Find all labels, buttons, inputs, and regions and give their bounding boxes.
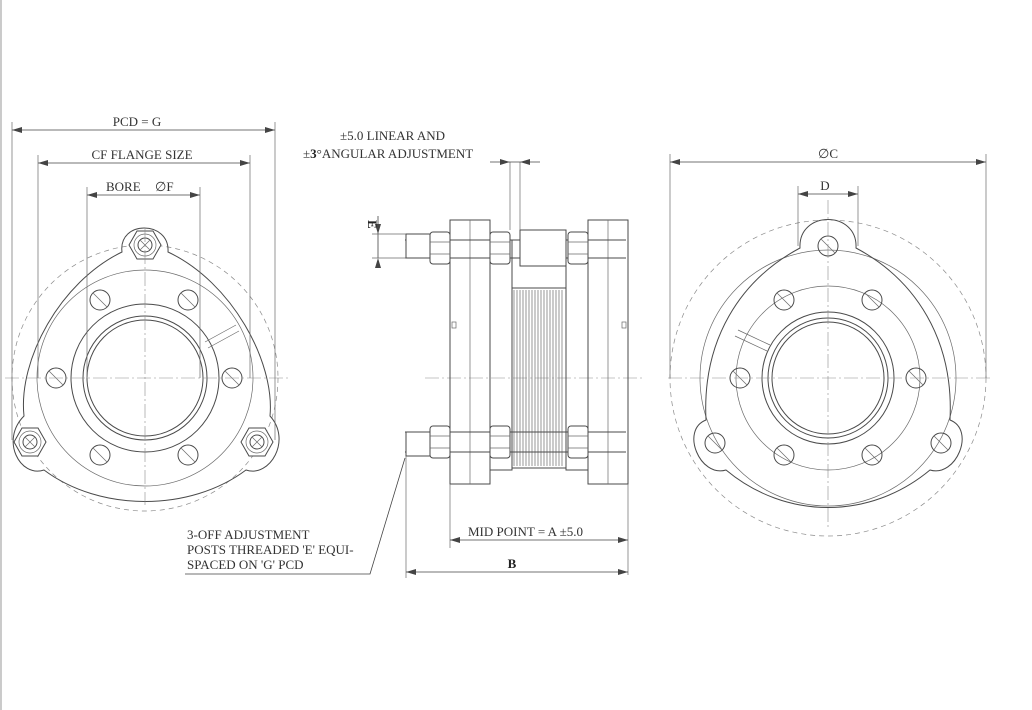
- bore-diameter-symbol: ∅F: [155, 179, 174, 194]
- bore-label: BORE: [106, 179, 141, 194]
- left-flange-view: PCD = G CF FLANGE SIZE BORE ∅F: [5, 114, 290, 512]
- dim-e-label: E: [365, 220, 380, 229]
- dia-c-label: ∅C: [818, 146, 838, 161]
- mid-point-label: MID POINT = A ±5.0: [468, 524, 583, 539]
- dim-d-label: D: [820, 178, 829, 193]
- note-line-1: 3-OFF ADJUSTMENT: [187, 527, 309, 542]
- cf-flange-size-label: CF FLANGE SIZE: [91, 147, 192, 162]
- linear-adjustment-label: ±5.0 LINEAR AND: [340, 128, 445, 143]
- side-elevation-view: ±5.0 LINEAR AND ±3°ANGULAR ADJUSTMENT E …: [185, 128, 645, 578]
- angular-adjustment-label: ±3°ANGULAR ADJUSTMENT: [303, 146, 473, 161]
- note-line-3: SPACED ON 'G' PCD: [187, 557, 304, 572]
- pcd-label: PCD = G: [113, 114, 162, 129]
- dim-b-label: B: [508, 556, 517, 571]
- right-flange-view: ∅C D: [668, 146, 990, 537]
- note-line-2: POSTS THREADED 'E' EQUI-: [187, 542, 354, 557]
